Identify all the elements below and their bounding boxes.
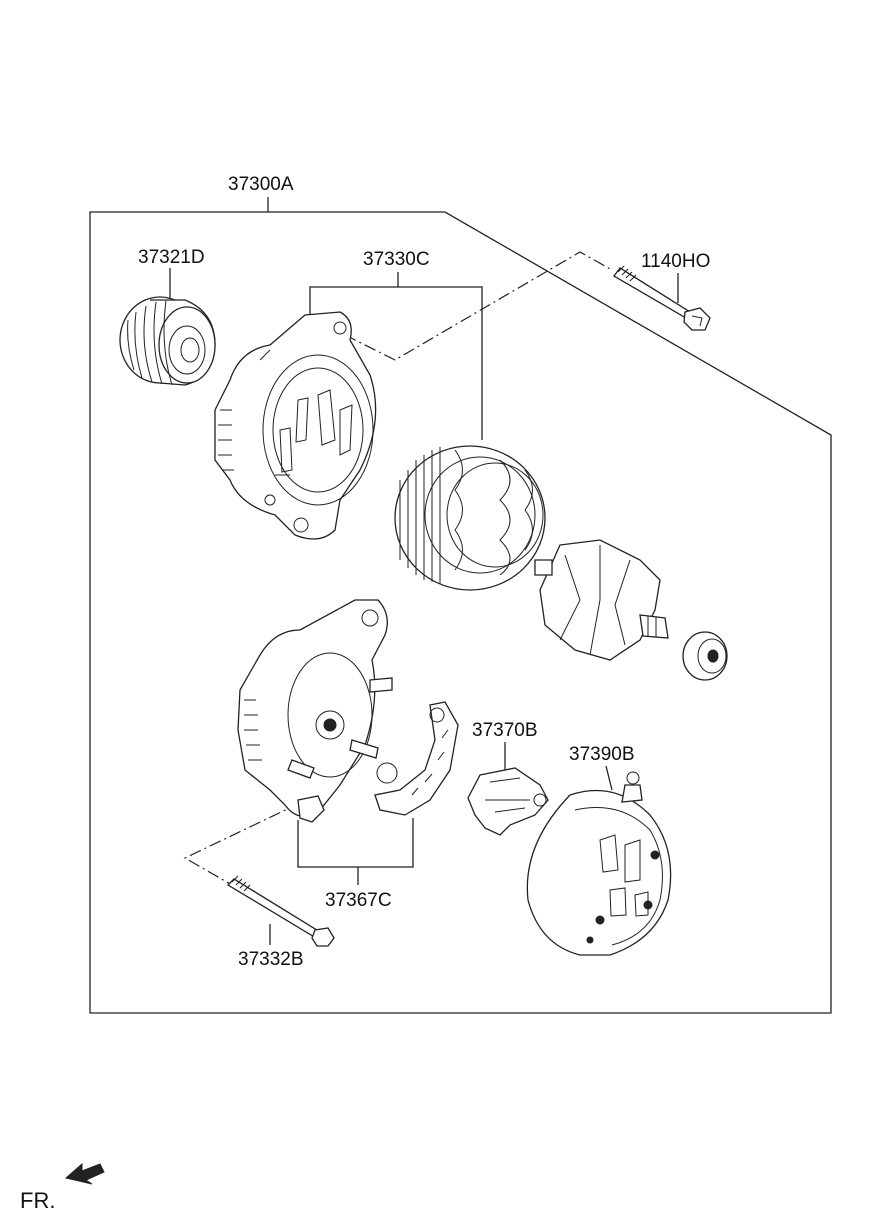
bolt-icon	[613, 265, 711, 331]
part-label-through-bolt-rear: 37332B	[238, 949, 304, 970]
direction-arrow-icon	[64, 1162, 105, 1185]
rotor-icon	[534, 539, 669, 661]
part-label-pulley: 37321D	[138, 247, 205, 268]
bearing-icon	[682, 631, 728, 681]
rear-bracket-icon	[237, 599, 393, 823]
leader-front-bracket	[309, 286, 483, 440]
part-label-rectifier-holder: 37370B	[472, 720, 538, 741]
cover-icon	[526, 771, 672, 956]
assembly-label: 37300A	[228, 174, 294, 195]
part-label-rear-cover: 37390B	[569, 744, 635, 765]
stator-icon	[394, 445, 546, 591]
bolt-icon	[226, 875, 335, 947]
bracket-icon	[214, 311, 377, 540]
direction-label: FR.	[20, 1188, 55, 1211]
part-label-rectifier: 37367C	[325, 890, 392, 911]
leader-rear-cover	[605, 765, 613, 791]
rectifier-icon	[374, 701, 459, 816]
pulley-icon	[119, 296, 216, 386]
part-label-through-bolt-front: 1140HO	[641, 251, 710, 272]
alignment-line-front	[344, 251, 613, 361]
assembly-frame	[89, 211, 832, 1014]
alignment-line-rear	[183, 802, 301, 886]
part-label-front-bracket: 37330C	[363, 249, 430, 270]
regulator-icon	[467, 767, 549, 836]
leader-rectifier	[297, 818, 414, 868]
